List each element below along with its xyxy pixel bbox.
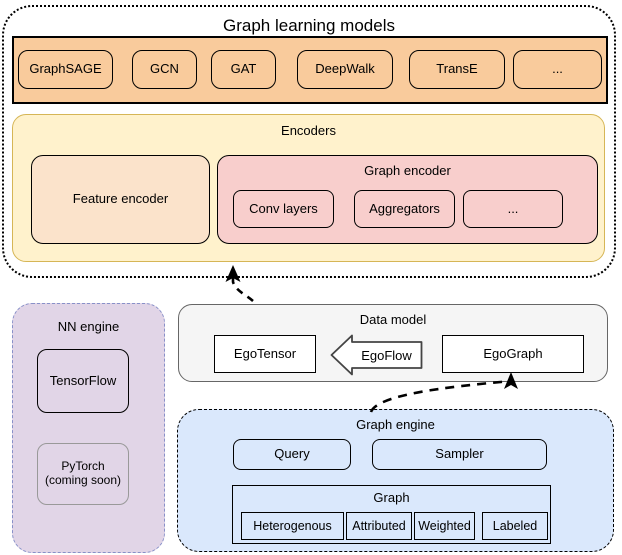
egotensor-box: EgoTensor [214, 335, 316, 373]
graph-engine-container: Graph engine Query Sampler Graph Heterog… [177, 409, 614, 552]
model-box-graphsage: GraphSAGE [18, 50, 113, 89]
encoder-ellipsis-box: ... [463, 190, 563, 228]
sampler-box: Sampler [372, 439, 547, 470]
egograph-box: EgoGraph [442, 335, 584, 373]
aggregators-box: Aggregators [354, 190, 455, 228]
graph-box-title: Graph [373, 490, 410, 505]
nn-engine-container: NN engine TensorFlow PyTorch (coming soo… [12, 303, 165, 553]
egoflow-left-arrow-shape [330, 334, 423, 376]
pytorch-box: PyTorch (coming soon) [37, 443, 129, 505]
data-model-container: Data model EgoTensor EgoFlow EgoGraph [178, 304, 608, 382]
encoders-title: Encoders [281, 123, 336, 138]
model-box-gat: GAT [211, 50, 276, 89]
graph-encoder-title: Graph encoder [364, 163, 451, 178]
encoders-container: Encoders Feature encoder Graph encoder C… [12, 114, 605, 262]
tensorflow-box: TensorFlow [37, 349, 129, 413]
feature-encoder-box: Feature encoder [31, 155, 210, 244]
heterogenous-box: Heterogenous [241, 512, 344, 540]
pytorch-coming-soon-label: (coming soon) [44, 473, 122, 487]
graph-box: Graph Heterogenous Attributed Weighted L… [232, 485, 551, 544]
model-box-transe: TransE [409, 50, 505, 89]
attributed-box: Attributed [346, 512, 412, 540]
weighted-box: Weighted [414, 512, 475, 540]
egoflow-label: EgoFlow [361, 347, 412, 363]
conv-layers-box: Conv layers [233, 190, 334, 228]
graph-learning-models-container: Graph learning models [2, 5, 616, 278]
model-box-ellipsis: ... [513, 50, 602, 89]
graph-learning-models-title: Graph learning models [223, 16, 395, 35]
graph-encoder-container: Graph encoder Conv layers Aggregators ..… [217, 155, 598, 244]
egoflow-arrow-box: EgoFlow [330, 334, 423, 376]
model-box-deepwalk: DeepWalk [297, 50, 393, 89]
query-box: Query [233, 439, 351, 470]
nn-engine-title: NN engine [57, 319, 120, 334]
labeled-box: Labeled [482, 512, 548, 540]
graph-engine-title: Graph engine [356, 417, 435, 432]
model-box-gcn: GCN [132, 50, 197, 89]
pytorch-label: PyTorch [61, 459, 105, 474]
data-model-title: Data model [359, 312, 427, 327]
